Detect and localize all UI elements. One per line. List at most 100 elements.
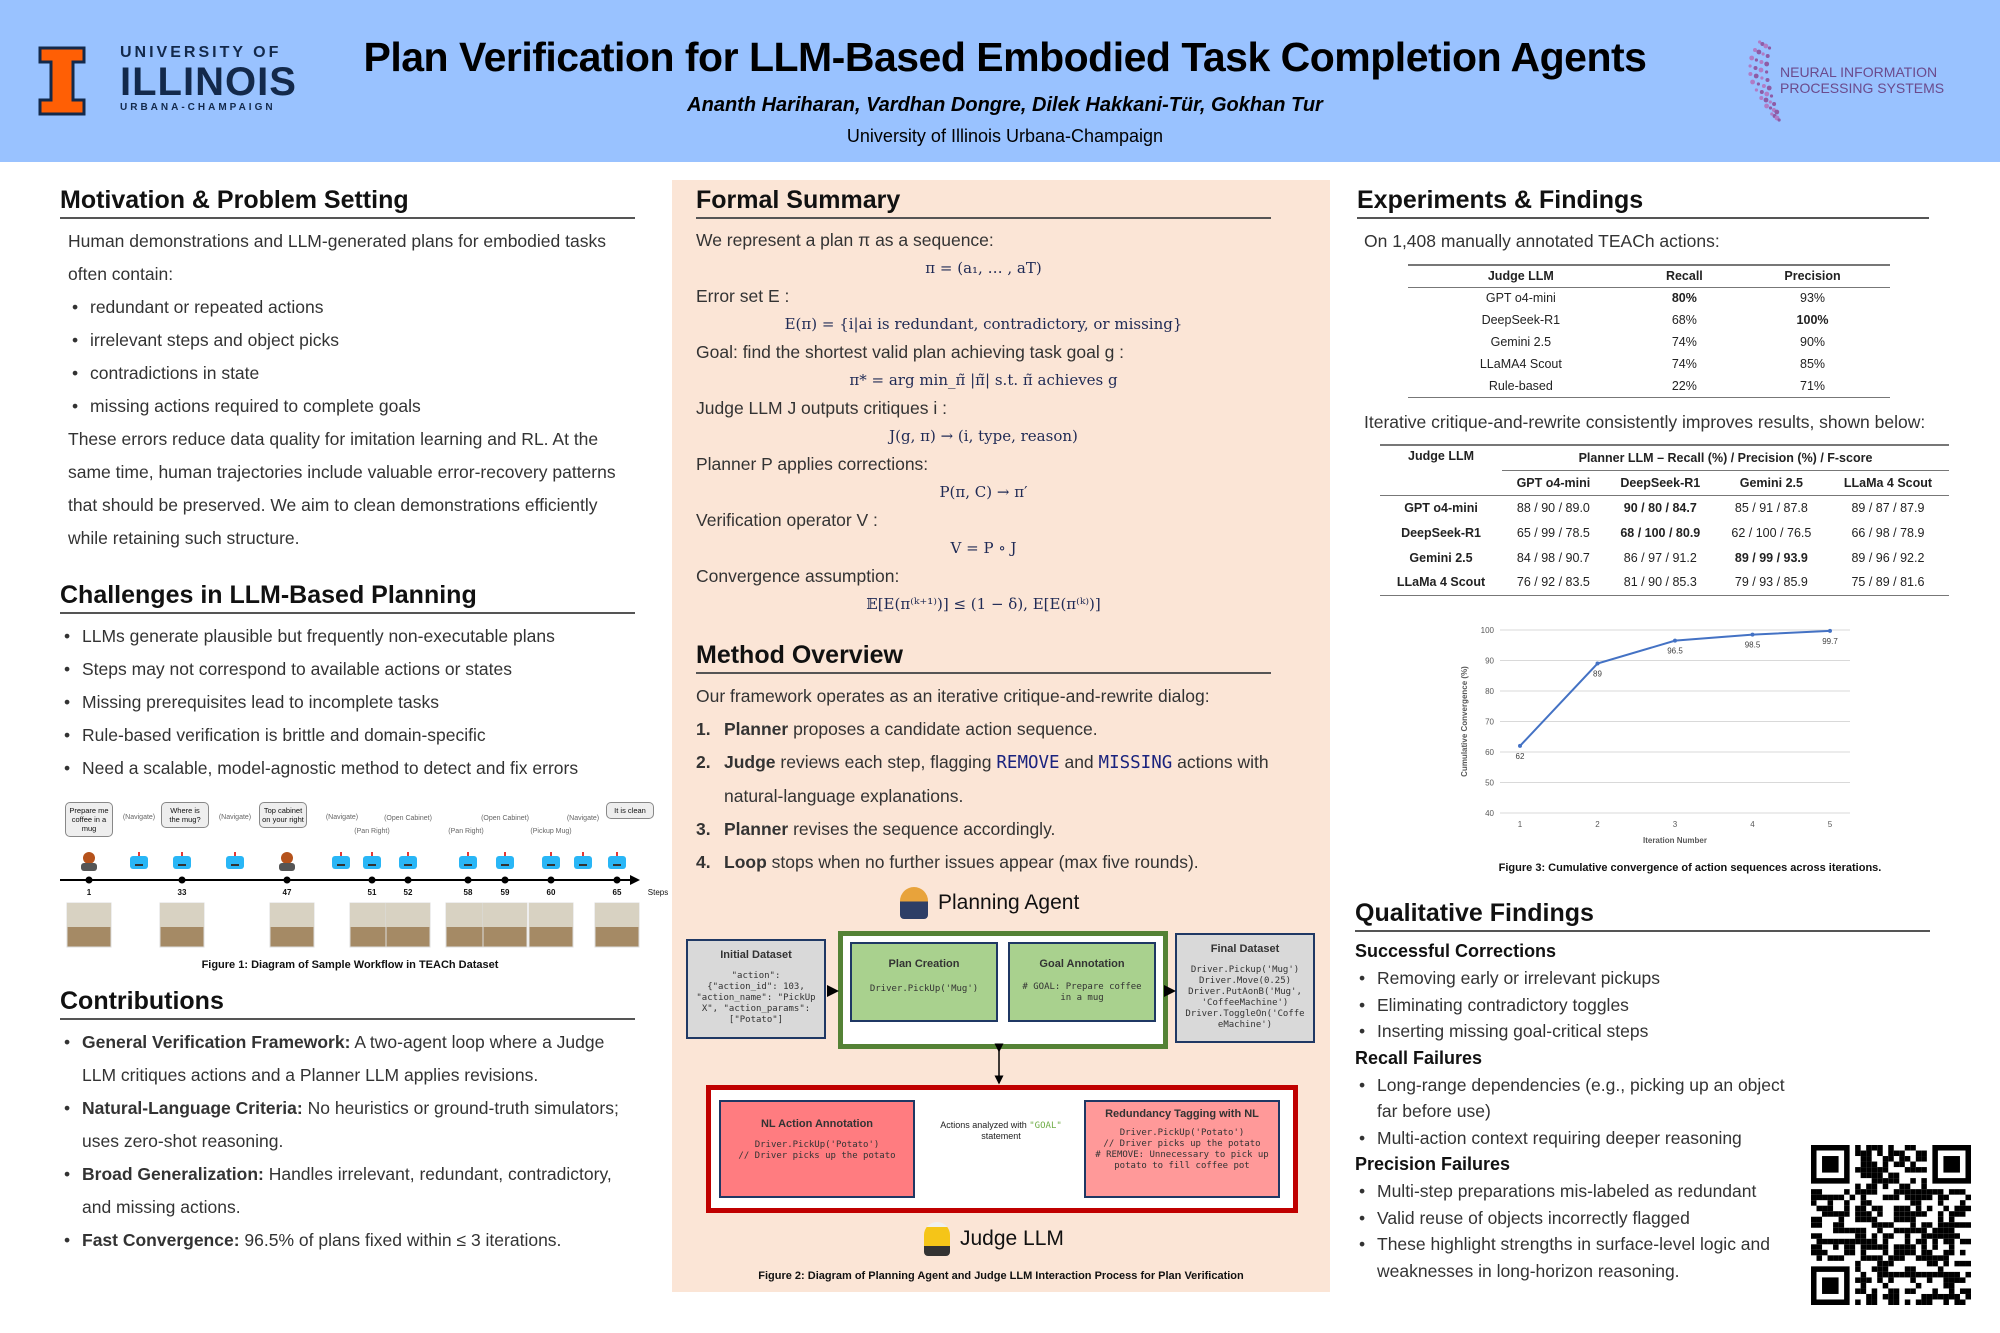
author-list: Ananth Hariharan, Vardhan Dongre, Dilek … [687,94,1323,116]
finding-item: Removing early or irrelevant pickups [1355,965,1795,992]
column-header: GPT o4-mini [1516,475,1591,490]
step-number: 60 [546,888,556,897]
formula: V = P ∘ J [950,539,1017,557]
step-text: proposes a candidate action sequence. [788,719,1098,739]
robot-icon [363,852,381,869]
bullet-item: Rule-based verification is brittle and d… [60,719,635,752]
table-cell: 62 / 100 / 76.5 [1731,525,1812,540]
table-cell: 68% [1671,313,1697,327]
logo-line: ILLINOIS [120,60,297,104]
table-cell: LLaMA4 Scout [1479,357,1562,371]
step-number: 33 [177,888,187,897]
plan-creation-box: Plan Creation Driver.PickUp('Mug') [850,942,998,1022]
action-label: (Navigate) [218,814,252,821]
goal-annotation-box: Goal Annotation # GOAL: Prepare coffee i… [1008,942,1156,1022]
robot-icon [496,852,514,869]
neurips-dots-logo [1748,40,1781,122]
table-cell: 90% [1800,335,1826,349]
table-cell: 75 / 89 / 81.6 [1851,575,1925,590]
step-node [501,876,509,884]
label-text: Actions analyzed with [940,1120,1030,1130]
data-label: 96.5 [1667,647,1683,656]
method-overview-section: Method Overview Our framework operates a… [696,641,1271,879]
box-code: Driver.PickUp('Potato') // Driver picks … [738,1140,896,1161]
action-label: (Pan Right) [448,828,484,835]
planner-judge-table: Judge LLM Planner LLM – Recall (%) / Pre… [1380,444,1949,596]
step-number: 1. [696,719,711,739]
data-label: 99.7 [1822,637,1838,646]
contributions-bullets: General Verification Framework: A two-ag… [60,1026,635,1257]
method-steps: 1. Planner proposes a candidate action se… [696,713,1271,879]
bullet-item: Need a scalable, model-agnostic method t… [60,752,635,785]
step-number: 2. [696,752,711,772]
contribution-title: General Verification Framework: [82,1032,351,1052]
axis-label: Steps [647,888,669,897]
goal-keyword: "GOAL" [1029,1121,1062,1131]
illinois-block-i-logo [38,46,86,116]
table-cell: GPT o4-mini [1485,291,1556,306]
box-title: Final Dataset [1210,943,1280,955]
label-text: Judge LLM [960,1227,1064,1250]
contribution-text: No heuristics or ground-truth simulators… [82,1098,619,1151]
speech-bubble: It is clean [606,802,654,819]
box-code: Driver.PickUp('Mug') [869,984,979,994]
box-code: "action": {"action_id": 103, "action_nam… [696,971,816,1025]
finding-list: Long-range dependencies (e.g., picking u… [1355,1072,1795,1152]
contribution-item: Fast Convergence: 96.5% of plans fixed w… [60,1224,635,1257]
row-header: DeepSeek-R1 [1401,525,1481,540]
action-label: (Open Cabinet) [384,815,432,822]
motivation-outro: These errors reduce data quality for imi… [68,429,616,548]
method-step: 1. Planner proposes a candidate action se… [696,713,1271,746]
step-text: and [1059,752,1099,772]
step-text: Loop [724,852,767,872]
action-label: (Pan Right) [354,828,390,835]
y-tick-label: 90 [1485,657,1494,666]
nl-action-annotation-box: NL Action Annotation Driver.PickUp('Pota… [719,1100,915,1198]
formula: 𝔼[E(π⁽ᵏ⁺¹⁾)] ≤ (1 − δ), E[E(π⁽ᵏ⁾)] [866,595,1101,613]
poster-title: Plan Verification for LLM-Based Embodied… [363,34,1647,80]
box-title: Initial Dataset [720,949,792,961]
robot-icon [130,852,148,869]
step-number: 47 [282,888,292,897]
finding-item: Long-range dependencies (e.g., picking u… [1355,1072,1795,1125]
motivation-intro: Human demonstrations and LLM-generated p… [68,231,606,284]
column-header: Gemini 2.5 [1739,475,1803,490]
human-icon [279,852,295,871]
table-cell: 79 / 93 / 85.9 [1734,575,1808,590]
code-keyword: REMOVE [996,753,1060,773]
box-title: NL Action Annotation [760,1118,874,1130]
robot-icon [608,852,626,869]
contribution-text: 96.5% of plans fixed within ≤ 3 iteratio… [239,1230,562,1250]
robot-icon [399,852,417,869]
box-code: # GOAL: Prepare coffee in a mug [1022,982,1142,1003]
table-cell: Gemini 2.5 [1490,335,1552,349]
box-title: Redundancy Tagging with NL [1105,1108,1259,1120]
table-cell: 80% [1671,291,1697,306]
qr-code[interactable] [1811,1145,1971,1305]
column-header: Judge LLM [1487,269,1554,284]
table-cell: 88 / 90 / 89.0 [1516,500,1590,515]
group-header: Planner LLM – Recall (%) / Precision (%)… [1502,445,1949,471]
contribution-item: General Verification Framework: A two-ag… [60,1026,635,1092]
table-cell: 89 / 96 / 92.2 [1851,550,1925,565]
contribution-item: Natural-Language Criteria: No heuristics… [60,1092,635,1158]
step-text: Planner [724,719,789,739]
logo-line: URBANA-CHAMPAIGN [120,102,276,113]
table-cell: 74% [1671,335,1697,349]
data-point [1828,628,1832,633]
section-heading: Motivation & Problem Setting [60,186,635,219]
y-tick-label: 60 [1485,748,1494,757]
step-number: 1 [86,888,92,897]
qualitative-section: Qualitative Findings Successful Correcti… [1355,899,1930,1284]
x-tick-label: 3 [1673,820,1678,829]
formal-label: We represent a plan π as a sequence: [696,230,994,250]
poster-header: UNIVERSITY OF ILLINOIS URBANA-CHAMPAIGN … [0,0,2000,162]
x-tick-label: 1 [1518,820,1523,829]
formal-label: Goal: find the shortest valid plan achie… [696,342,1125,362]
neurips-wordmark: NEURAL INFORMATION PROCESSING SYSTEMS [1780,64,1944,96]
bullet-item: irrelevant steps and object picks [68,324,635,357]
step-number: 59 [500,888,510,897]
